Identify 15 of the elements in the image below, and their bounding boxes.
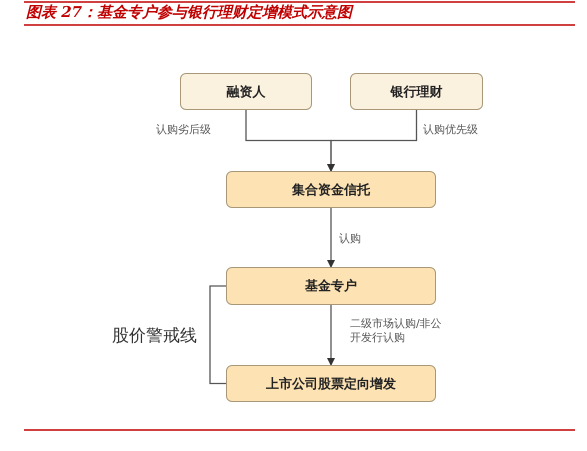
edge-label: 认购劣后级 (156, 123, 211, 137)
figure-title: 图表 27：基金专户参与银行理财定增模式示意图 (26, 3, 352, 22)
edge-label: 二级市场认购/非公开发行认购 (350, 317, 444, 345)
process-box: 集合资金信托 (226, 171, 436, 208)
edge-label: 认购 (339, 232, 361, 246)
arrow (327, 208, 335, 268)
edge-label: 认购优先级 (423, 123, 478, 137)
process-box: 基金专户 (226, 267, 436, 305)
process-box: 上市公司股票定向增发 (226, 365, 436, 402)
arrow (327, 305, 335, 366)
arrow (327, 110, 418, 172)
bracket-line (209, 285, 226, 384)
process-box: 融资人 (180, 73, 312, 110)
process-box: 银行理财 (350, 73, 483, 110)
edge-label: 股价警戒线 (112, 326, 197, 346)
